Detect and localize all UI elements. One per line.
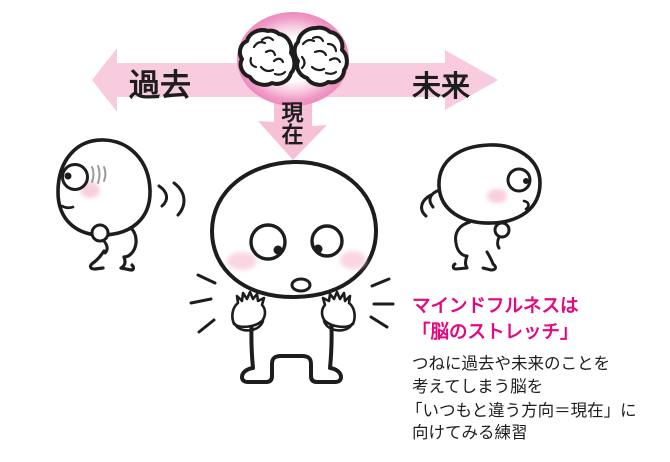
blush: [227, 252, 257, 270]
caption-title-line1: マインドフルネスは: [412, 296, 579, 317]
present-arrow: [258, 88, 327, 160]
character-present: [189, 159, 395, 384]
caption: マインドフルネスは 「脳のストレッチ」 つねに過去や未来のことを 考えてしまう脳…: [406, 296, 637, 442]
caption-title-line2: 「脳のストレッチ」: [412, 321, 579, 343]
pupil: [64, 172, 72, 180]
pupil: [313, 244, 323, 254]
future-label: 未来: [412, 69, 470, 103]
character-future: [420, 143, 542, 272]
surprise-lines-icon: [369, 277, 395, 329]
blush: [340, 251, 366, 269]
motion-lines-icon: [420, 189, 439, 218]
pupil: [273, 245, 283, 255]
caption-body-line3: 「いつもと違う方向＝現在」に: [406, 401, 637, 420]
surprise-lines-icon: [189, 273, 217, 334]
caption-body-line1: つねに過去や未来のことを: [412, 354, 610, 373]
blink-marks-icon: [91, 165, 107, 184]
head: [210, 159, 379, 300]
present-label: 現在: [278, 101, 304, 145]
caption-body-line2: 考えてしまう脳を: [412, 377, 543, 396]
brain-icon: [237, 25, 349, 87]
motion-lines-icon: [157, 181, 186, 217]
character-past: [56, 138, 186, 272]
fist: [493, 221, 511, 239]
caption-body-line4: 向けてみる練習: [412, 423, 528, 442]
fist: [90, 223, 110, 243]
mouth: [60, 204, 75, 210]
past-label: 過去: [129, 68, 191, 104]
left-hand: [231, 290, 267, 332]
body: [240, 297, 343, 384]
right-hand: [320, 290, 356, 332]
eye: [61, 163, 89, 191]
mouth: [522, 199, 530, 211]
mouth: [290, 277, 312, 293]
head: [437, 143, 542, 225]
eye: [506, 167, 532, 193]
pupil: [523, 178, 529, 184]
blush: [487, 189, 507, 203]
